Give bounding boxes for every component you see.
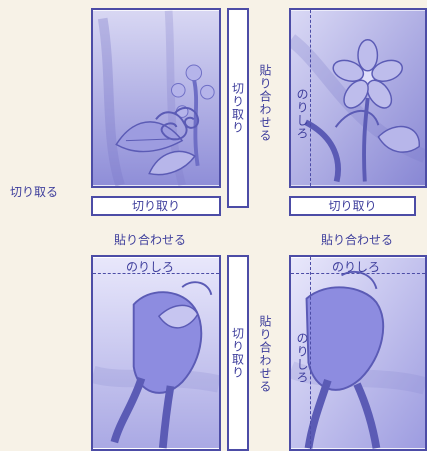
flower-art-right [291, 10, 425, 186]
margin-line-bottom-right-vertical [310, 257, 311, 449]
paste-label-center-bottom: 貼り合わせる [258, 315, 272, 393]
panel-top-right: のりしろ [289, 8, 427, 188]
cut-seam-top-left: 切り取り [227, 8, 249, 208]
panel-bottom-left: のりしろ [91, 255, 221, 451]
bird-art-right [291, 257, 425, 449]
cut-side-label: 切り取る [10, 185, 59, 199]
margin-line-bottom-right-horizontal [291, 273, 425, 274]
flower-art-left [93, 10, 219, 186]
margin-label-bottom-right-side: のりしろ [295, 332, 309, 384]
cut-label-top-right: 切り取り [289, 196, 416, 216]
paste-label-left-mid: 貼り合わせる [114, 233, 187, 247]
bird-art-left [93, 258, 219, 449]
cut-seam-bottom-left-label: 切り取り [230, 327, 245, 379]
paste-label-center-top: 貼り合わせる [258, 64, 272, 142]
panel-bottom-right: のりしろ のりしろ [289, 255, 427, 451]
panel-top-left [91, 8, 221, 188]
paste-label-right-mid: 貼り合わせる [321, 233, 394, 247]
cut-seam-top-left-label: 切り取り [230, 82, 245, 134]
cut-label-top-left: 切り取り [91, 196, 221, 216]
cut-seam-bottom-left: 切り取り [227, 255, 249, 451]
margin-label-bottom-left: のりしろ [126, 260, 175, 274]
margin-label-top-right: のりしろ [295, 88, 309, 140]
margin-line-bottom-left [93, 273, 219, 274]
margin-line-top-right [310, 10, 311, 186]
margin-label-bottom-right-top: のりしろ [332, 260, 381, 274]
